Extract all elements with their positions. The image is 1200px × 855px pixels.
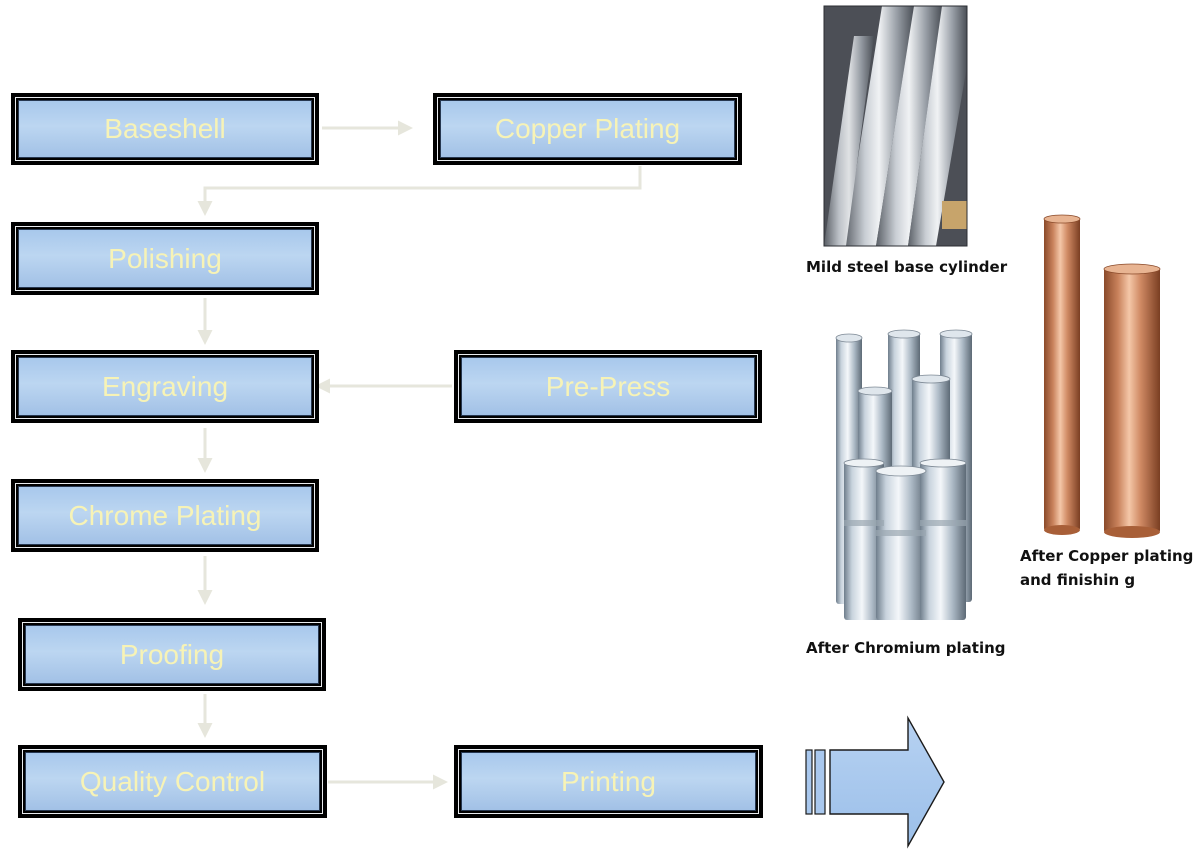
caption-after-chromium: After Chromium plating	[806, 639, 1006, 657]
connector-copper-polishing	[197, 166, 642, 216]
caption-after-copper-line1: After Copper plating	[1020, 547, 1194, 565]
connectors	[197, 120, 642, 790]
step-baseshell: Baseshell	[11, 93, 319, 165]
block-arrow-right-icon	[829, 715, 945, 849]
step-engraving: Engraving	[11, 350, 319, 423]
caption-mild-steel: Mild steel base cylinder	[806, 258, 1008, 276]
step-printing-label: Printing	[461, 752, 756, 811]
step-engraving-label: Engraving	[18, 357, 312, 416]
step-proofing-label: Proofing	[25, 625, 319, 684]
step-copper-plating-label: Copper Plating	[440, 100, 735, 158]
step-quality-control: Quality Control	[18, 745, 327, 818]
copper-cylinders-photo	[1043, 214, 1161, 538]
step-pre-press: Pre-Press	[454, 350, 762, 423]
step-proofing: Proofing	[18, 618, 326, 691]
steel-cylinders-photo	[823, 5, 968, 247]
step-chrome-plating-label: Chrome Plating	[18, 486, 312, 545]
step-baseshell-label: Baseshell	[18, 100, 312, 158]
output-arrow-stripe-2	[814, 749, 826, 815]
step-polishing: Polishing	[11, 222, 319, 295]
step-polishing-label: Polishing	[18, 229, 312, 288]
output-arrow	[805, 715, 945, 849]
output-arrow-stripe-1	[805, 749, 813, 815]
chrome-cylinders-photo	[835, 329, 973, 620]
step-printing: Printing	[454, 745, 763, 818]
step-copper-plating: Copper Plating	[433, 93, 742, 165]
step-pre-press-label: Pre-Press	[461, 357, 755, 416]
caption-after-copper-line2: and finishin g	[1020, 571, 1136, 589]
step-quality-control-label: Quality Control	[25, 752, 320, 811]
step-chrome-plating: Chrome Plating	[11, 479, 319, 552]
